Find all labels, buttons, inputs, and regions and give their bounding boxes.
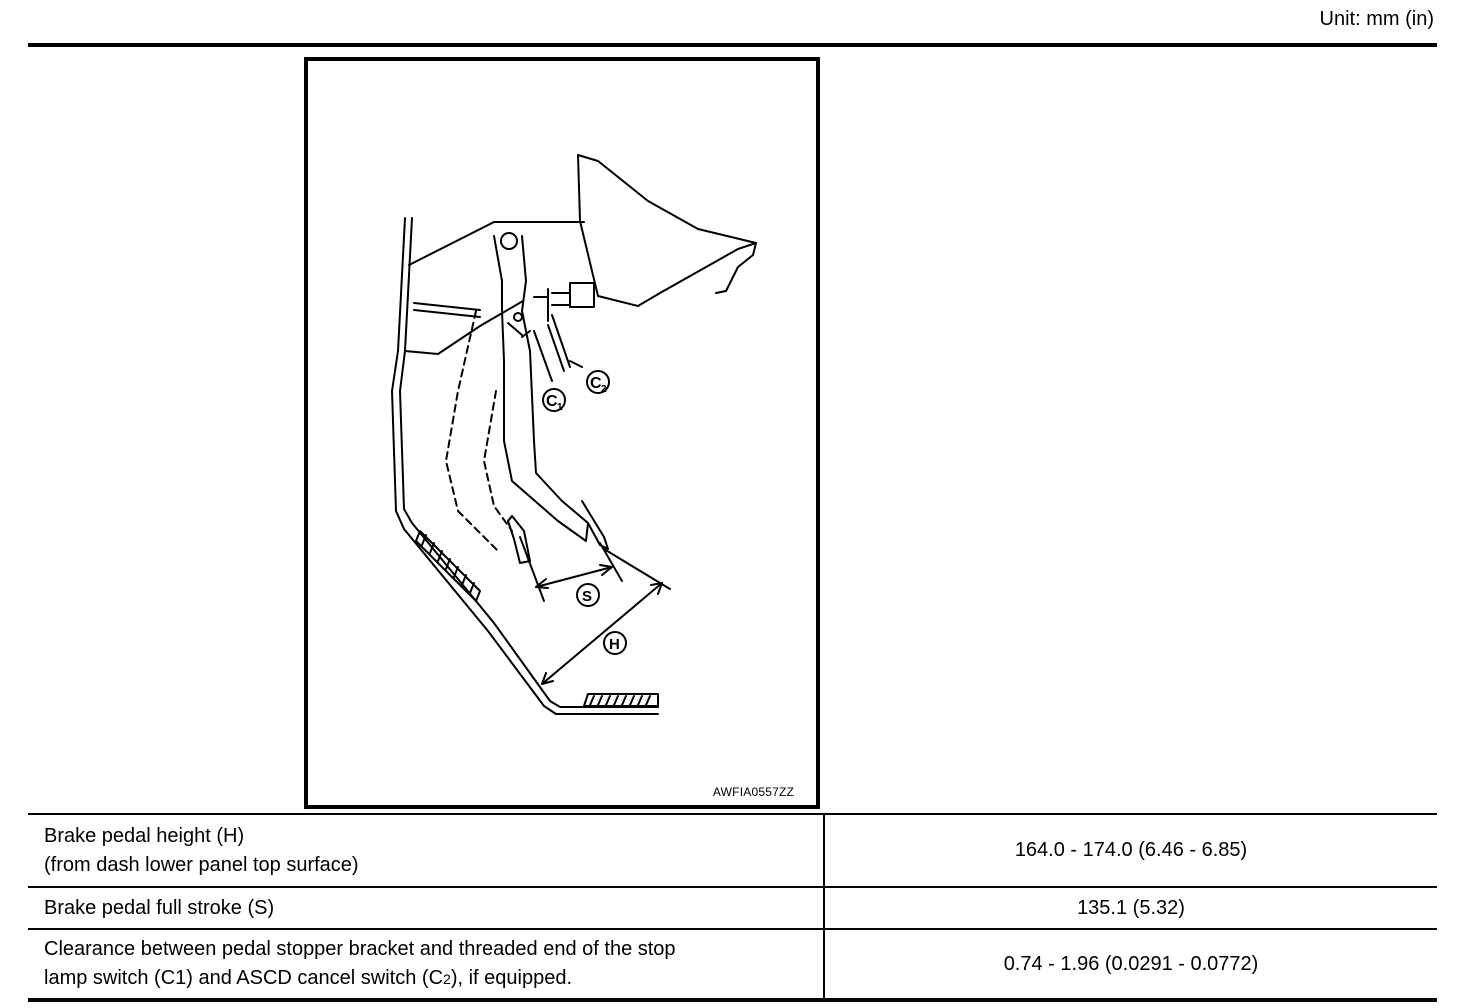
hatch-lines-left	[421, 534, 475, 594]
spec-label-line: (from dash lower panel top surface)	[44, 853, 359, 876]
pedal-pad-depressed	[507, 515, 531, 564]
switch-thread	[533, 288, 571, 322]
bracket-top-edge	[408, 221, 585, 266]
s-dimension-line	[535, 566, 613, 588]
unit-label: Unit: mm (in)	[1319, 8, 1434, 30]
dash-panel-outline	[391, 217, 659, 715]
table-row: Clearance between pedal stopper bracket …	[28, 928, 1437, 1002]
pedal-illustration: C 1 C 2 S H	[391, 154, 757, 715]
spec-label-line: ), if equipped.	[450, 966, 573, 989]
stop-lamp-switch	[569, 282, 595, 308]
c1-callout-sub: 1	[557, 402, 563, 413]
h-callout-label: H	[609, 636, 620, 653]
c1-callout-circle	[542, 388, 566, 412]
h-callout-circle	[603, 631, 627, 655]
figure-code: AWFIA0557ZZ	[712, 785, 794, 799]
h-dimension-line	[541, 582, 663, 685]
s-callout-label: S	[582, 588, 592, 605]
pedal-bracket-upper	[577, 154, 757, 244]
hatch-lines-bottom	[589, 695, 651, 706]
depressed-pedal-inner	[483, 390, 513, 532]
spec-label-line: Clearance between pedal stopper bracket …	[44, 937, 676, 960]
spec-label: Brake pedal full stroke (S)	[28, 886, 824, 930]
spec-label: Clearance between pedal stopper bracket …	[28, 928, 824, 1002]
spec-label-subscript: 2	[443, 970, 451, 987]
table-row: Brake pedal height (H) (from dash lower …	[28, 813, 1437, 888]
pedal-pivot-lower	[513, 312, 523, 322]
c2-callout-label: C	[590, 375, 602, 392]
top-rule	[28, 43, 1437, 47]
spec-label-line: Brake pedal height (H)	[44, 824, 245, 847]
h-extension-top	[603, 548, 671, 590]
spec-value: 0.74 - 1.96 (0.0291 - 0.0772)	[823, 928, 1437, 1002]
pushrod-lower	[413, 309, 481, 318]
h-arrows	[541, 582, 663, 685]
pedal-pad	[581, 500, 609, 550]
c2-callout-circle	[586, 370, 610, 394]
pushrod	[413, 302, 481, 311]
pedal-pivot-upper	[500, 232, 518, 250]
carpet-hatch-bottom	[583, 693, 659, 707]
brake-pedal-spec-table: Brake pedal height (H) (from dash lower …	[28, 813, 1437, 1002]
c1-leader-2	[547, 324, 565, 372]
pedal-bracket-right	[577, 154, 757, 307]
c1-callout-label: C	[546, 393, 558, 410]
spec-label: Brake pedal height (H) (from dash lower …	[28, 813, 824, 888]
spec-value: 135.1 (5.32)	[823, 886, 1437, 930]
stopper-bracket	[507, 322, 531, 338]
c2-callout-sub: 2	[601, 384, 607, 395]
dash-panel-inner	[399, 217, 659, 708]
brake-pedal-diagram: C 1 C 2 S H AWFIA0557ZZ	[304, 57, 820, 809]
depressed-pedal-outline	[445, 310, 499, 552]
c1-leader	[533, 330, 553, 382]
table-row: Brake pedal full stroke (S) 135.1 (5.32)	[28, 886, 1437, 930]
s-arrows	[535, 564, 613, 589]
s-callout-circle	[576, 583, 600, 607]
pedal-arm	[493, 235, 589, 542]
spec-label-line: lamp switch (C1) and ASCD cancel switch …	[44, 966, 444, 989]
c2-leader	[551, 314, 583, 368]
carpet-hatch-left	[415, 530, 481, 602]
spec-value: 164.0 - 174.0 (6.46 - 6.85)	[823, 813, 1437, 888]
s-extension-left	[519, 536, 545, 602]
